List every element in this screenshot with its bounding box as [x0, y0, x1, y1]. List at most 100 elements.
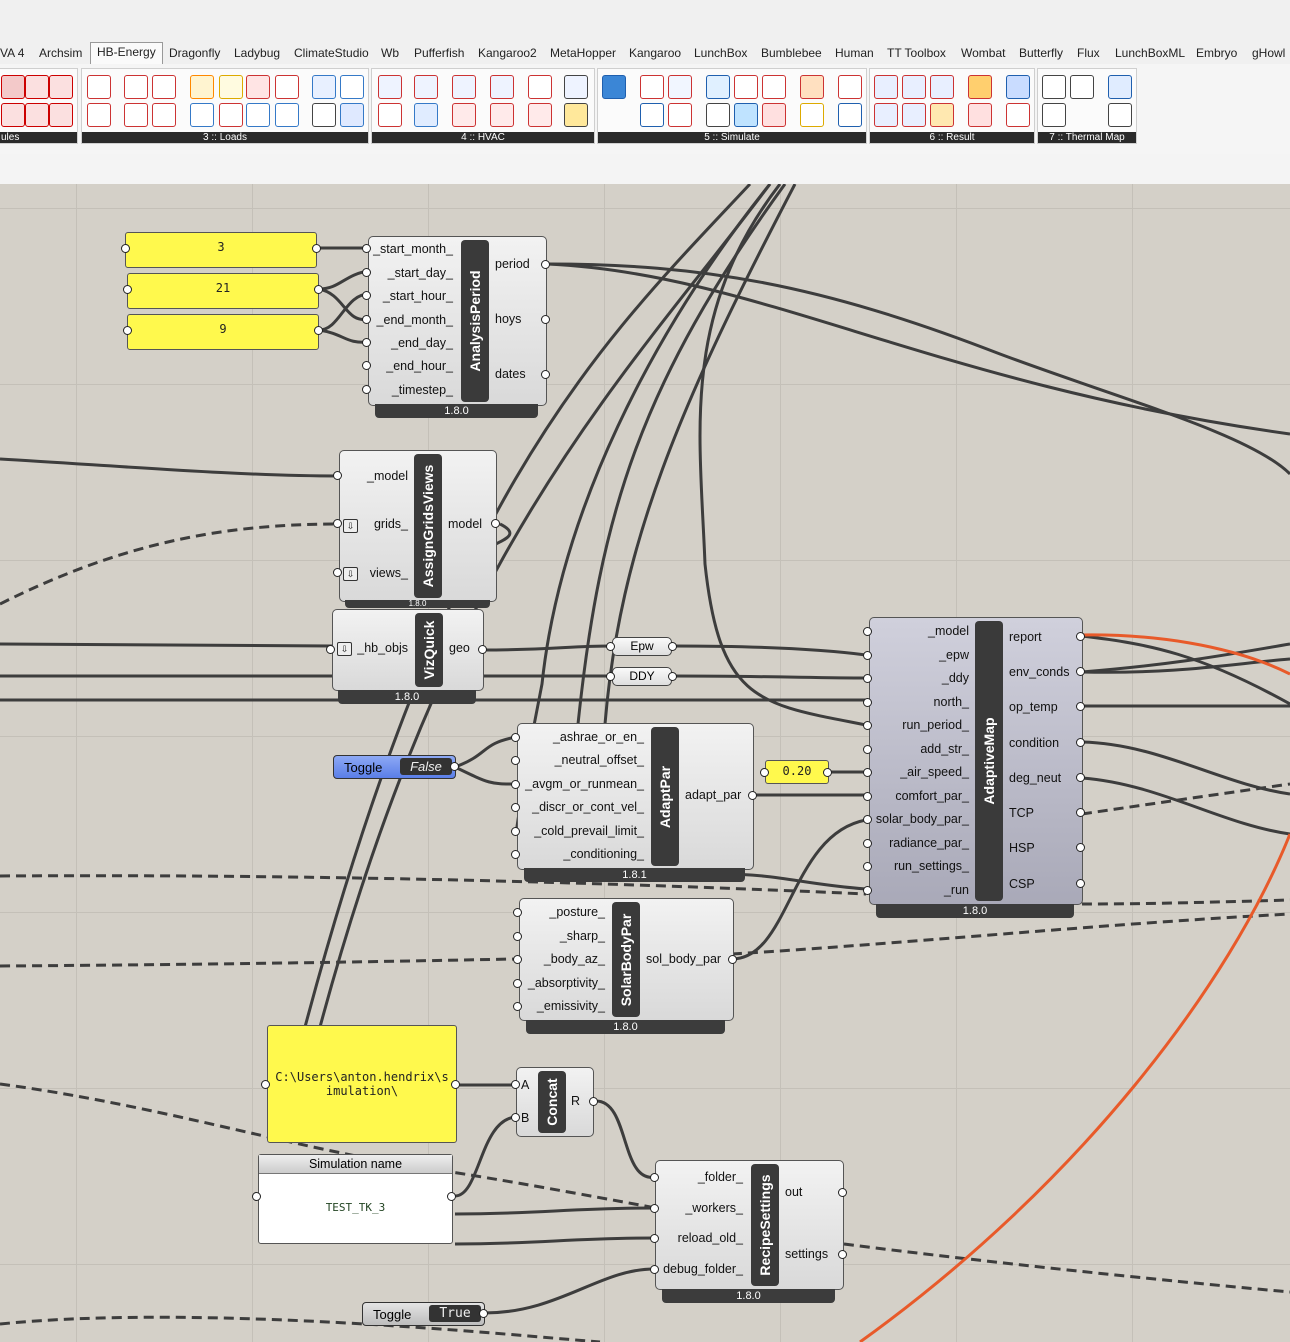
input-grip[interactable]	[863, 792, 872, 801]
zone-result-icon[interactable]	[902, 75, 926, 99]
output-grip[interactable]	[1076, 702, 1085, 711]
input-add-str[interactable]: add_str_	[920, 742, 969, 756]
input-comfort-par[interactable]: comfort_par_	[895, 789, 969, 803]
result-table-icon[interactable]	[1006, 75, 1030, 99]
list-access-icon[interactable]: ⇩	[337, 642, 352, 656]
input-grip[interactable]	[362, 338, 371, 347]
output-grip[interactable]	[1076, 843, 1085, 852]
toggle-value[interactable]: True	[429, 1305, 481, 1322]
load-people-icon[interactable]	[124, 75, 148, 99]
export-icon[interactable]	[800, 75, 824, 99]
panel-start-hour[interactable]: 9	[127, 314, 319, 350]
input-grip[interactable]	[511, 780, 520, 789]
input-neutral-offset[interactable]: _neutral_offset_	[554, 753, 644, 767]
input-end-month[interactable]: _end_month_	[376, 313, 453, 327]
water-heater-icon[interactable]	[528, 75, 552, 99]
thermostat-icon[interactable]	[378, 103, 402, 127]
input-grip[interactable]	[511, 1113, 520, 1122]
output-grip[interactable]	[668, 642, 677, 651]
output-grip[interactable]	[312, 244, 321, 253]
output-hoys[interactable]: hoys	[495, 312, 522, 326]
input-grip[interactable]	[863, 886, 872, 895]
load-person-plus-icon[interactable]	[152, 75, 176, 99]
tab-embryo[interactable]: Embryo	[1196, 46, 1238, 60]
output-condition[interactable]: condition	[1009, 736, 1060, 750]
list-access-icon[interactable]: ⇩	[343, 567, 358, 581]
result-box-icon[interactable]	[968, 75, 992, 99]
output-report[interactable]: report	[1009, 630, 1042, 644]
input-ddy[interactable]: _ddy	[941, 671, 969, 685]
input-north[interactable]: north_	[933, 695, 969, 709]
input-workers[interactable]: _workers_	[685, 1201, 743, 1215]
input-grip[interactable]	[362, 268, 371, 277]
tab-tt-toolbox[interactable]: TT Toolbox	[887, 46, 946, 60]
output-op-temp[interactable]: op_temp	[1009, 700, 1058, 714]
output-grip[interactable]	[541, 260, 550, 269]
tab-kangaroo2[interactable]: Kangaroo2	[478, 46, 537, 60]
output-grip[interactable]	[447, 1192, 456, 1201]
schedule-w-icon[interactable]	[49, 103, 73, 127]
output-grip[interactable]	[838, 1188, 847, 1197]
output-grip[interactable]	[479, 1309, 488, 1318]
tab-flux[interactable]: Flux	[1077, 46, 1100, 60]
input-grids[interactable]: grids_	[373, 517, 408, 531]
input-posture[interactable]: _posture_	[549, 905, 605, 919]
run-osm-icon[interactable]	[838, 103, 862, 127]
input-grip[interactable]	[513, 908, 522, 917]
sim-par-p-icon[interactable]	[734, 75, 758, 99]
faucet-icon[interactable]	[246, 103, 270, 127]
tab-pufferfish[interactable]: Pufferfish	[414, 46, 465, 60]
fan-icon[interactable]	[312, 103, 336, 127]
input-grip[interactable]	[650, 1173, 659, 1182]
tab-hb-energy[interactable]: HB-Energy	[90, 42, 163, 66]
input-grip[interactable]	[513, 932, 522, 941]
input-grip[interactable]	[650, 1204, 659, 1213]
input-grip[interactable]	[863, 839, 872, 848]
input-grip[interactable]	[863, 721, 872, 730]
input-grip[interactable]	[863, 674, 872, 683]
schedule-icon[interactable]	[1, 75, 25, 99]
output-model[interactable]: model	[448, 517, 483, 531]
toggle-true[interactable]: Toggle True	[362, 1302, 485, 1326]
output-grip[interactable]	[314, 326, 323, 335]
input-solar-body-par[interactable]: solar_body_par_	[875, 812, 969, 826]
output-grip[interactable]	[451, 1080, 460, 1089]
process-load-icon[interactable]	[124, 103, 148, 127]
tab-climatestudio[interactable]: ClimateStudio	[294, 46, 369, 60]
input-grip[interactable]	[333, 471, 342, 480]
grasshopper-canvas[interactable]: 3 21 9 _start_month_ _start_day_ _start_…	[0, 184, 1290, 1342]
adapt-par-component[interactable]: _ashrae_or_en_ _neutral_offset_ _avgm_or…	[517, 723, 754, 870]
tab-ghowl[interactable]: gHowl	[1252, 46, 1286, 60]
tab-wb[interactable]: Wb	[381, 46, 399, 60]
input-grip[interactable]	[760, 768, 769, 777]
panel-air-speed[interactable]: 0.20	[765, 760, 829, 784]
tab-kangaroo[interactable]: Kangaroo	[629, 46, 682, 60]
color-room-icon[interactable]	[968, 103, 992, 127]
occupant-icon[interactable]	[219, 103, 243, 127]
output-grip[interactable]	[1076, 667, 1085, 676]
tab-archsim[interactable]: Archsim	[39, 46, 83, 60]
input-body-az[interactable]: _body_az_	[543, 952, 605, 966]
toggle-value[interactable]: False	[400, 758, 452, 775]
load-balance-icon[interactable]	[762, 103, 786, 127]
recipe-settings-component[interactable]: _folder_ _workers_ reload_old_ debug_fol…	[655, 1160, 844, 1290]
shw-system-icon[interactable]	[528, 103, 552, 127]
input-grip[interactable]	[123, 285, 132, 294]
output-grip[interactable]	[668, 672, 677, 681]
input-grip[interactable]	[863, 698, 872, 707]
tab-lunchboxml[interactable]: LunchBoxML	[1115, 46, 1186, 60]
output-deg-neut[interactable]: deg_neut	[1009, 771, 1062, 785]
assign-grids-views-component[interactable]: _model ⇩ grids_ ⇩ views_ AssignGridsView…	[339, 450, 497, 602]
output-plus-icon[interactable]	[640, 75, 664, 99]
input-grip[interactable]	[362, 315, 371, 324]
face-result-icon[interactable]	[902, 103, 926, 127]
output-grip[interactable]	[314, 285, 323, 294]
sim-par-p2-icon[interactable]	[762, 75, 786, 99]
output-grip[interactable]	[1076, 808, 1085, 817]
input-debug-folder[interactable]: debug_folder_	[663, 1262, 743, 1276]
infiltration-icon[interactable]	[246, 75, 270, 99]
input-start-day[interactable]: _start_day_	[387, 266, 453, 280]
input-air-speed[interactable]: _air_speed_	[900, 765, 969, 779]
run-period-icon[interactable]	[668, 75, 692, 99]
panel-start-day[interactable]: 21	[127, 273, 319, 309]
